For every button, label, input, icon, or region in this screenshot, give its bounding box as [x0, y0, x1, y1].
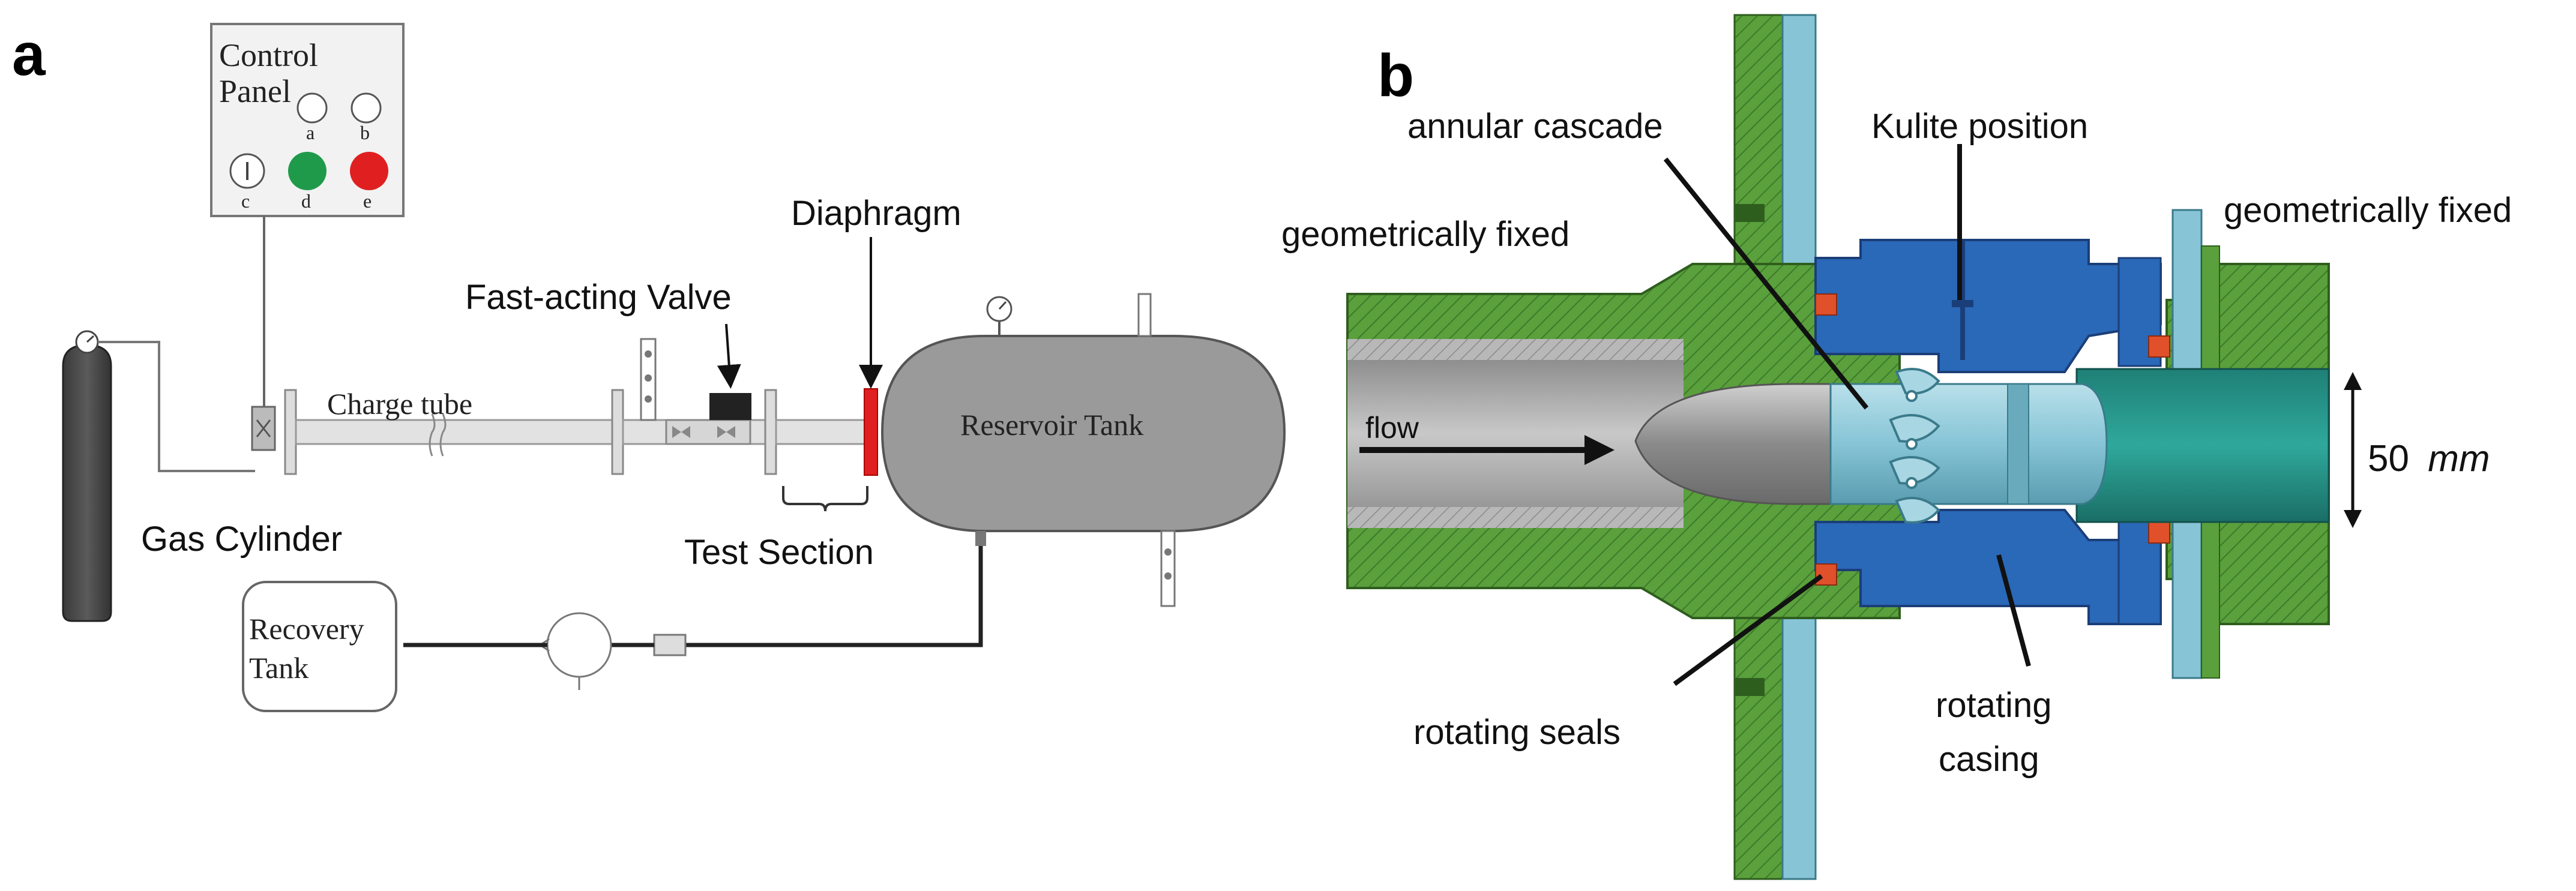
- rotating-casing-label-line1: rotating: [1936, 686, 2051, 725]
- annular-cascade-label: annular cascade: [1407, 107, 1663, 146]
- tank-sensor-bottom: [1160, 530, 1176, 607]
- tank-sensor-top: [1137, 293, 1152, 337]
- rotating-seals-label: rotating seals: [1413, 713, 1621, 752]
- panel-a-letter: a: [12, 21, 46, 88]
- panel-b: b: [1281, 14, 2512, 880]
- gas-cylinder-label: Gas Cylinder: [141, 520, 342, 559]
- kulite-position-label: Kulite position: [1871, 107, 2088, 146]
- gas-cylinder: [62, 330, 112, 622]
- geometrically-fixed-right-label: geometrically fixed: [2224, 191, 2512, 230]
- seal-top-left: [1815, 293, 1837, 316]
- exit-duct: [2075, 368, 2330, 523]
- panel-a: a Control Panel a b c d e: [12, 21, 1286, 712]
- rotating-seals-leader: [1673, 574, 1823, 686]
- panel-b-letter: b: [1377, 42, 1414, 109]
- gas-supply-pipe: [98, 341, 255, 472]
- valve-pointer: [717, 323, 741, 389]
- cascade-blades: [1889, 368, 1940, 524]
- flange-1: [284, 389, 297, 475]
- recovery-tank-label-line2: Tank: [249, 651, 308, 685]
- flow-bore: [1347, 339, 1684, 528]
- dimension-value: 50: [2368, 438, 2409, 479]
- reservoir-tank-label: Reservoir Tank: [960, 408, 1143, 442]
- button-a[interactable]: [296, 92, 328, 124]
- recovery-tank-box: [242, 581, 397, 712]
- rotating-casing-label-line2: casing: [1939, 740, 2039, 779]
- recovery-tank-label-line1: Recovery: [249, 612, 364, 646]
- test-section-label: Test Section: [684, 533, 874, 572]
- gas-cylinder-body: [62, 344, 112, 622]
- button-e-letter: e: [363, 190, 372, 212]
- dimension-label: 50 mm: [2368, 438, 2490, 479]
- diaphragm: [864, 388, 878, 476]
- test-section-pipe: [775, 419, 867, 445]
- button-e[interactable]: [350, 152, 388, 190]
- button-d-letter: d: [301, 190, 311, 212]
- rotating-casing-leader: [1996, 554, 2031, 667]
- control-panel: Control Panel a b c d e: [210, 23, 405, 217]
- flange-3: [764, 389, 777, 475]
- pump-icon: [546, 612, 612, 678]
- flange-2: [611, 389, 624, 475]
- fast-acting-valve-label: Fast-acting Valve: [465, 278, 732, 317]
- button-a-letter: a: [306, 122, 314, 143]
- recovery-pipe: [685, 546, 983, 647]
- button-d[interactable]: [288, 152, 327, 190]
- test-section-brace: [782, 486, 868, 512]
- seal-bottom-right: [2148, 521, 2170, 544]
- charge-tube-pipe: [295, 419, 615, 445]
- break-mark-icon: [429, 413, 447, 457]
- seal-bottom-left: [1815, 563, 1837, 586]
- button-b[interactable]: [351, 92, 382, 124]
- charge-tube: Charge tube Fast-acting Valve Diaphragm …: [251, 194, 961, 572]
- recovery-valve[interactable]: [653, 634, 687, 656]
- button-c-letter: c: [241, 190, 250, 212]
- fast-acting-valve[interactable]: [709, 393, 751, 420]
- dimension-unit: mm: [2428, 438, 2490, 479]
- geometrically-fixed-left-label: geometrically fixed: [1281, 215, 1569, 254]
- control-panel-label-line1: Control: [219, 37, 318, 73]
- seal-top-right: [2148, 335, 2170, 358]
- flow-label: flow: [1365, 411, 1419, 445]
- button-b-letter: b: [360, 122, 370, 143]
- rotating-casing-bottom: [1814, 509, 2162, 625]
- rotor-hub: [1829, 383, 2108, 505]
- diaphragm-label: Diaphragm: [791, 194, 961, 233]
- control-panel-label-line2: Panel: [219, 73, 291, 109]
- recovery-tank: Recovery Tank: [242, 581, 397, 712]
- charge-tube-label: Charge tube: [327, 387, 472, 421]
- reservoir-tank: Reservoir Tank: [880, 293, 1286, 607]
- rotating-casing-top: [1814, 239, 2162, 373]
- annular-cascade-leader: [1663, 157, 1869, 410]
